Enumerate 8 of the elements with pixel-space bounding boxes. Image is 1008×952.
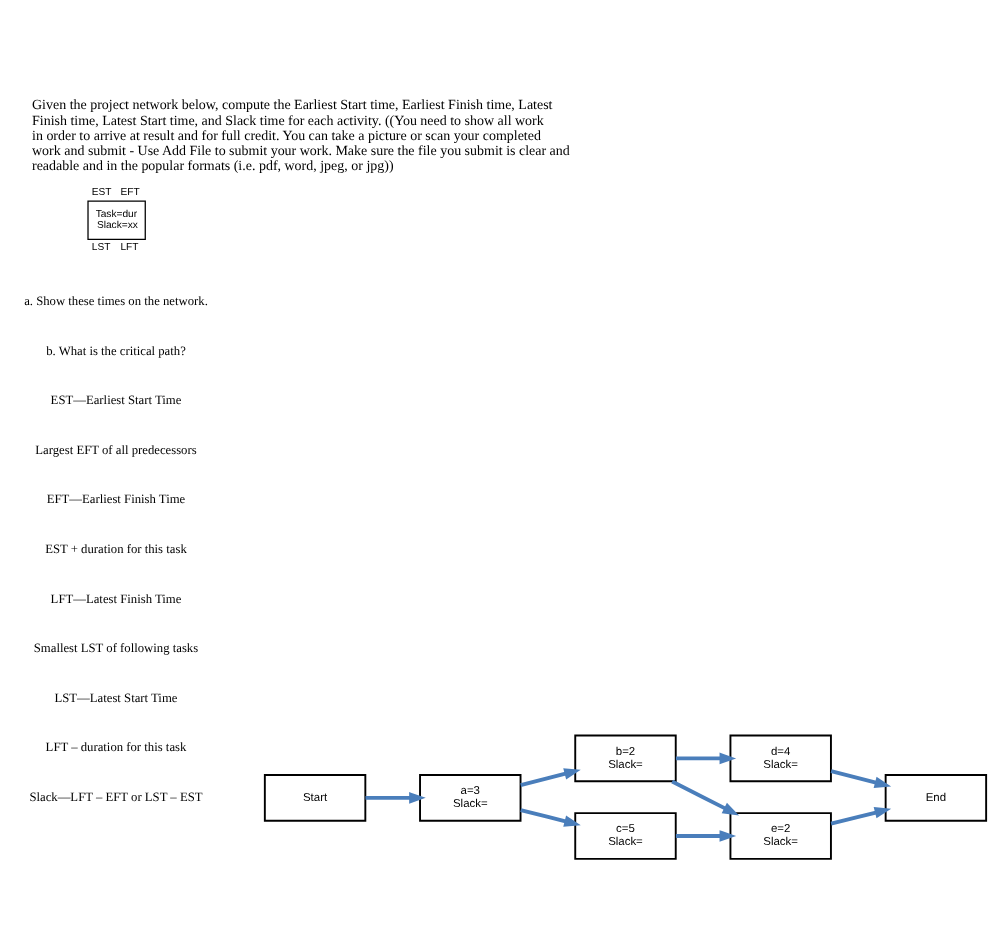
arrow — [671, 779, 740, 816]
arrow — [830, 769, 892, 789]
arrow — [520, 808, 581, 827]
arrow — [365, 792, 426, 804]
arrow — [830, 807, 892, 826]
arrow — [520, 768, 581, 787]
arrow — [675, 752, 737, 765]
arrow — [675, 830, 737, 842]
